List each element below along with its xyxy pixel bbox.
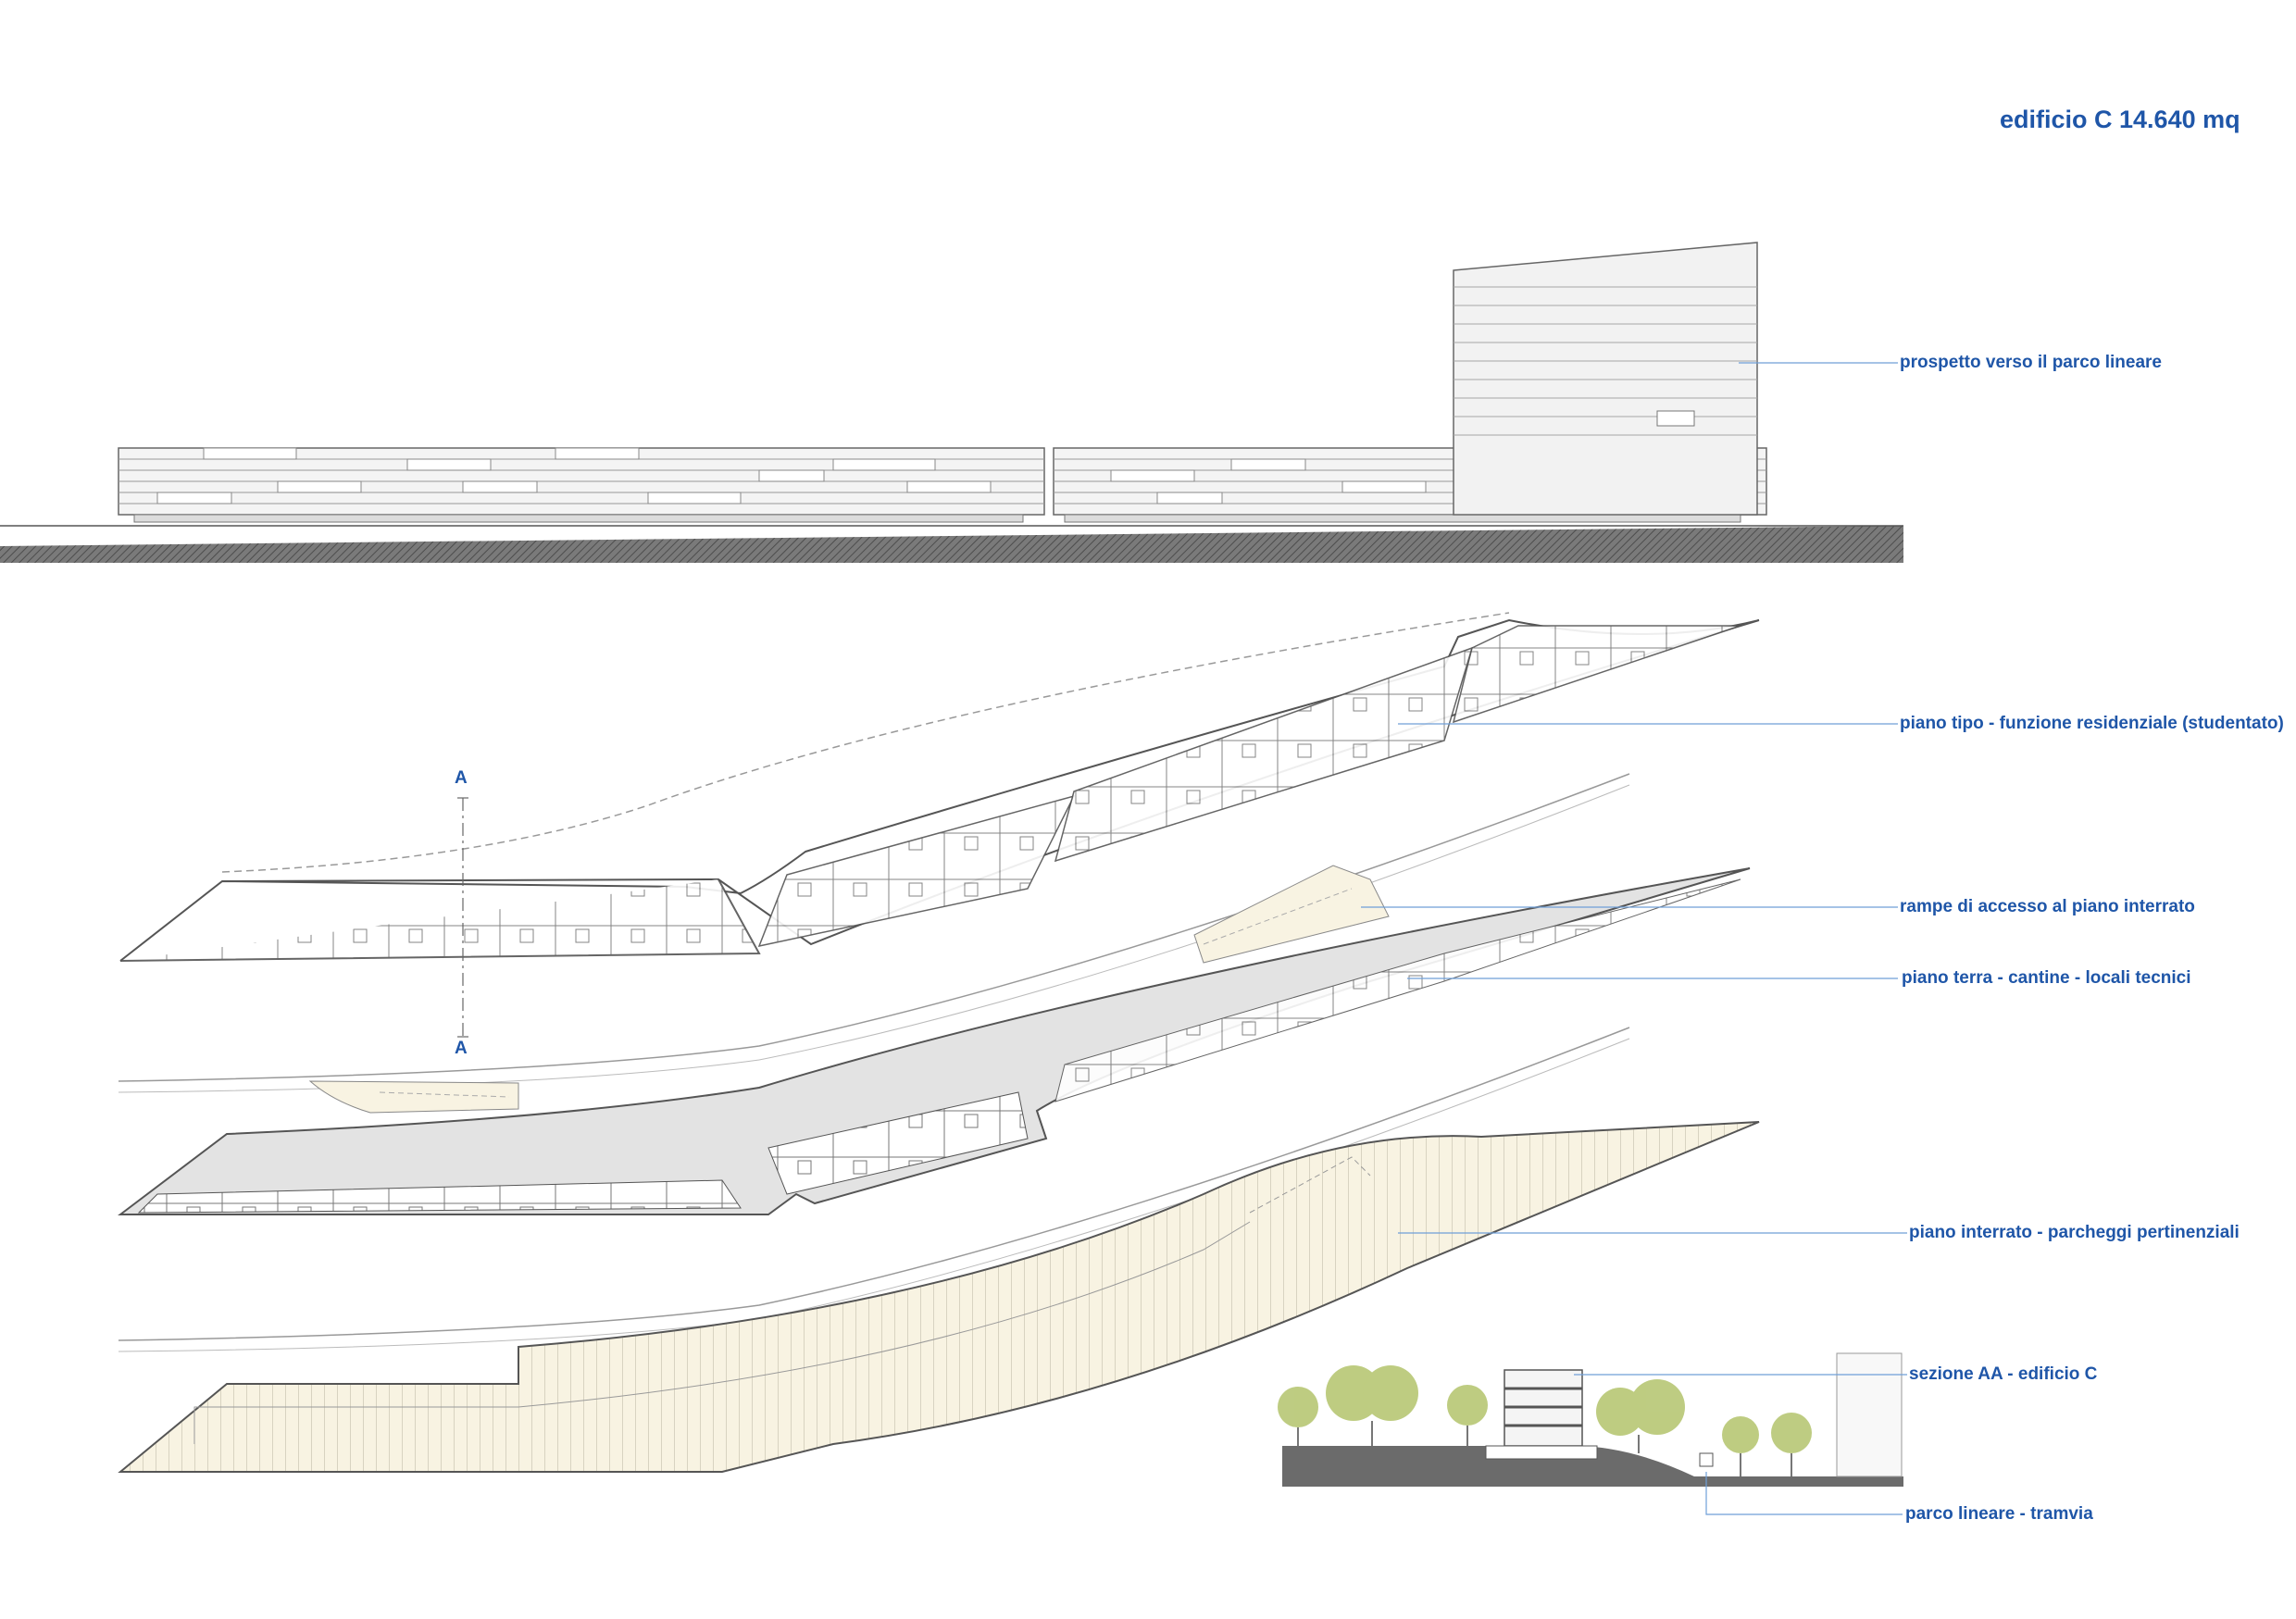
section-line-aa (457, 797, 468, 1038)
basement-floor-plan (118, 1027, 1760, 1473)
page-title: edificio C 14.640 mq (2000, 106, 2240, 133)
elevation-drawing (0, 242, 1903, 563)
ground-floor-plan (118, 773, 1751, 1215)
label-piano-terra: piano terra - cantine - locali tecnici (1902, 968, 2191, 988)
access-ramp-lower (308, 1080, 519, 1114)
elevation-ground (0, 526, 1903, 563)
section-trees (1278, 1365, 1812, 1453)
label-piano-interrato: piano interrato - parcheggi pertinenzial… (1909, 1223, 2240, 1242)
access-ramp-upper (1193, 865, 1390, 964)
section-ground (1282, 1446, 1903, 1487)
label-rampe: rampe di accesso al piano interrato (1900, 897, 2195, 916)
elevation-tower (1453, 242, 1758, 516)
typical-floor-plan (119, 612, 1760, 962)
section-marker-top: A (455, 768, 468, 788)
basement-parking-slab (118, 1121, 1760, 1473)
section-marker-bottom: A (455, 1039, 468, 1058)
label-sezione: sezione AA - edificio C (1909, 1364, 2098, 1384)
leader-lines (1361, 362, 1907, 1515)
label-parco: parco lineare - tramvia (1905, 1504, 2093, 1524)
label-prospetto: prospetto verso il parco lineare (1900, 353, 2162, 372)
section-aa-drawing (1278, 1352, 1903, 1487)
label-piano-tipo: piano tipo - funzione residenziale (stud… (1900, 714, 2284, 733)
